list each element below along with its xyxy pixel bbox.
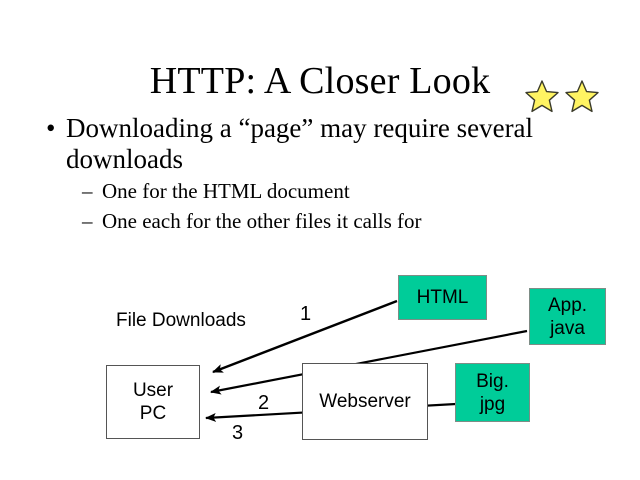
bullet-item-level2-1: – One for the HTML document	[40, 178, 610, 205]
node-html: HTML	[398, 275, 487, 320]
bullet-glyph: •	[46, 113, 56, 143]
node-big-jpg: Big. jpg	[455, 363, 530, 422]
bullet-level2-text-2: One each for the other files it calls fo…	[102, 209, 422, 233]
arrow-2-appjava-to-user-pc	[210, 329, 528, 395]
bullet-item-level1: • Downloading a “page” may require sever…	[40, 113, 610, 175]
arrow-label-3: 3	[232, 422, 244, 444]
star-icon	[525, 80, 599, 113]
node-app-java-line-2: java	[550, 317, 585, 339]
bullet-level2-text-1: One for the HTML document	[102, 179, 350, 203]
arrow-label-2: 2	[258, 392, 270, 414]
node-app-java: App. java	[529, 288, 606, 345]
node-user-pc-line-1: User	[132, 380, 174, 401]
page-title: HTTP: A Closer Look	[149, 60, 491, 102]
arrow-label-1: 1	[300, 303, 312, 325]
node-webserver-label: Webserver	[319, 391, 411, 412]
dash-glyph: –	[82, 179, 93, 203]
node-app-java-line-1: App.	[547, 294, 588, 316]
diagram-caption: File Downloads	[116, 310, 246, 331]
dash-glyph: –	[82, 209, 93, 233]
node-html-label: HTML	[416, 287, 469, 308]
bullet-item-level2-2: – One each for the other files it calls …	[40, 208, 610, 235]
arrow-1-html-to-user-pc	[212, 299, 398, 374]
body-text-block: • Downloading a “page” may require sever…	[40, 113, 610, 235]
bullet-level1-text: Downloading a “page” may require several…	[66, 113, 534, 174]
node-user-pc: User PC	[106, 365, 200, 439]
node-big-jpg-line-1: Big.	[476, 370, 509, 392]
node-user-pc-line-2: PC	[139, 403, 167, 424]
node-webserver: Webserver	[302, 363, 428, 440]
star-decoration-group	[524, 79, 604, 115]
node-big-jpg-line-2: jpg	[479, 393, 506, 415]
